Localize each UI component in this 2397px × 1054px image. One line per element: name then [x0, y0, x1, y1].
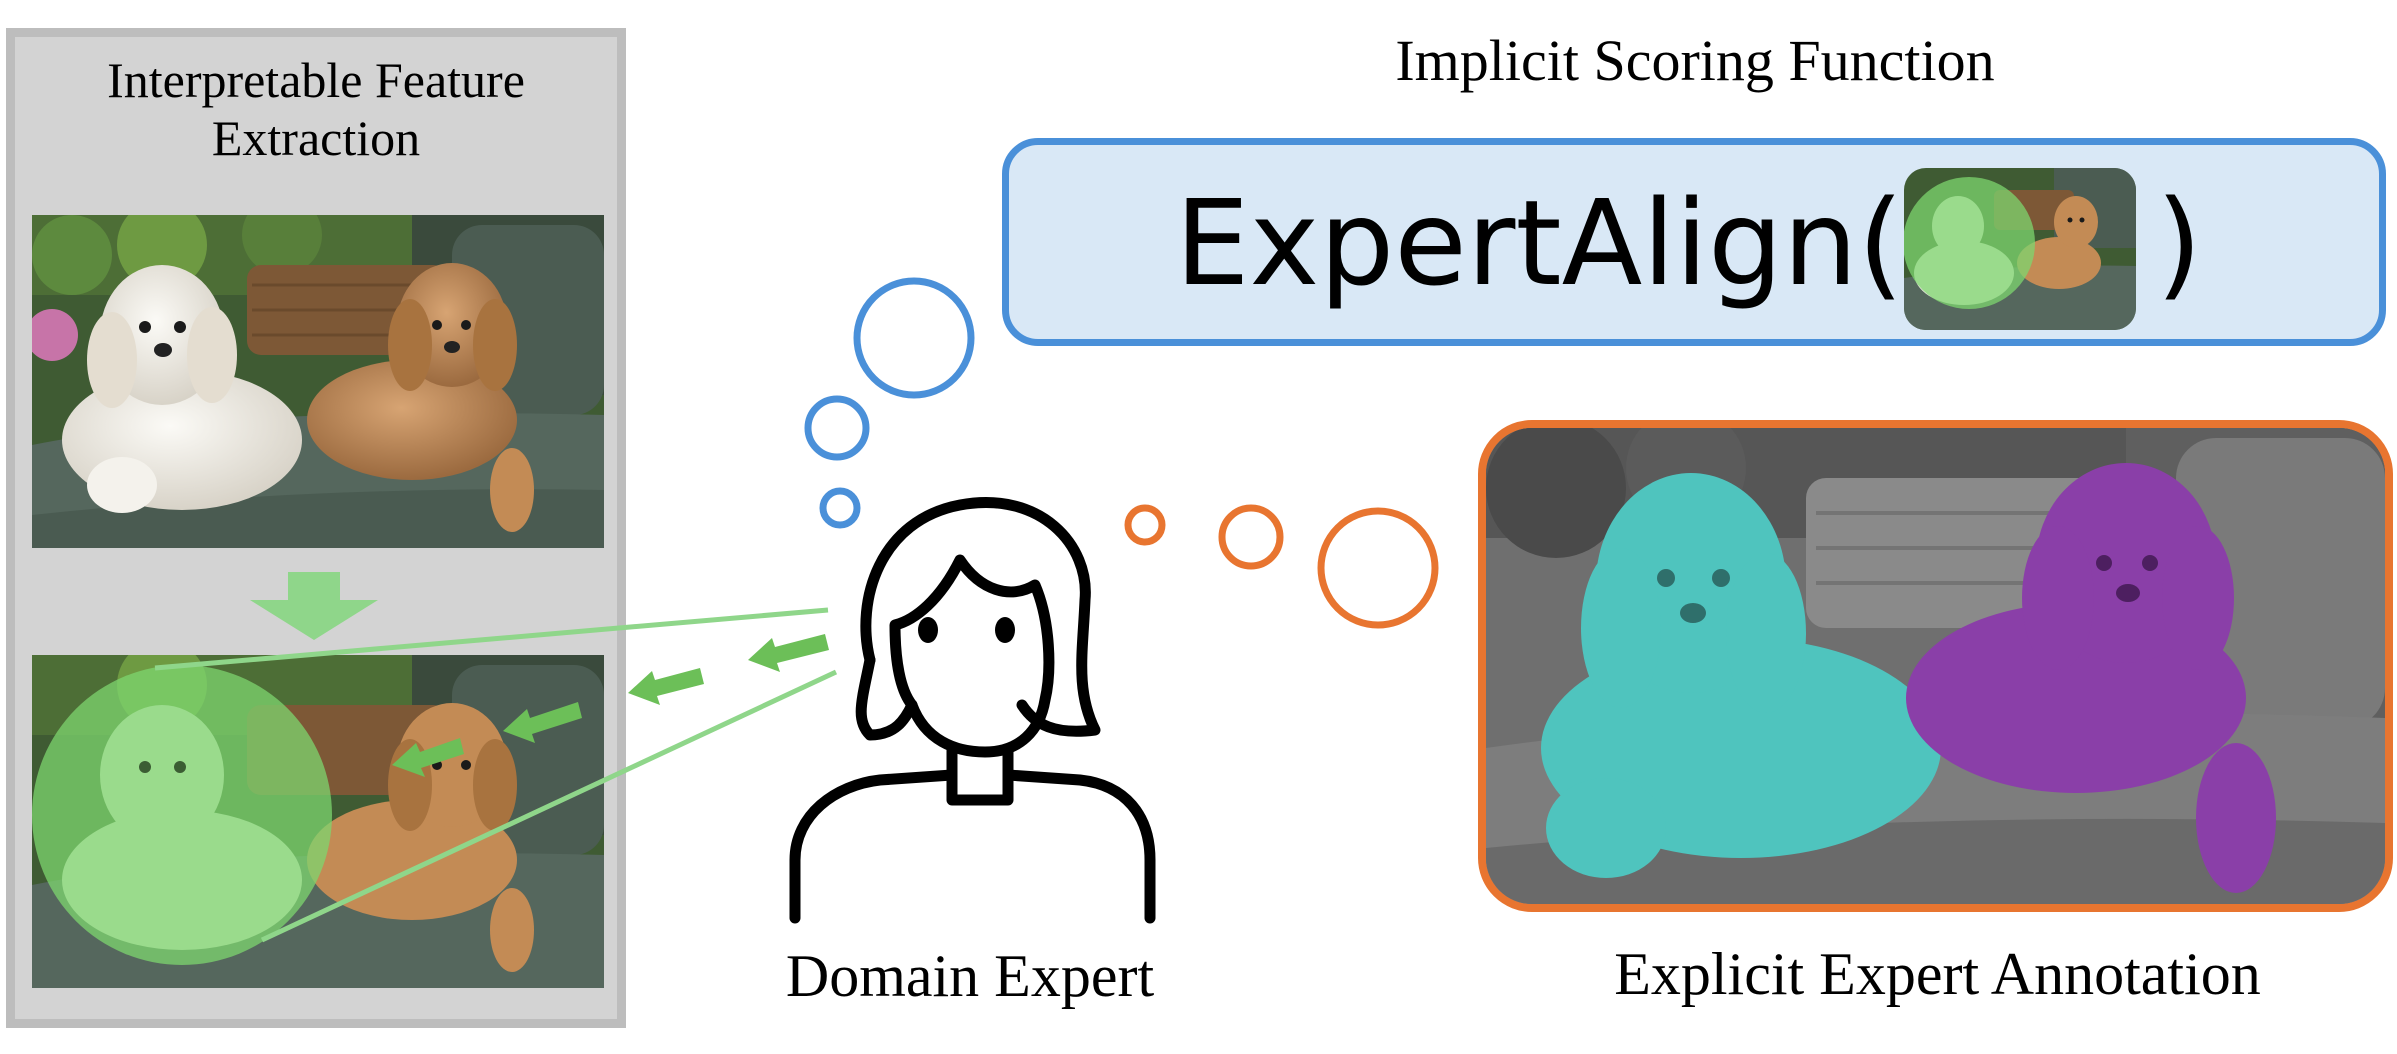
panel-title-line2: Extraction [211, 109, 421, 166]
scoring-function-title: Implicit Scoring Function [1395, 28, 1995, 93]
highlight-circle [32, 665, 332, 965]
gaze-line-top [154, 607, 829, 671]
formula-thumbnail [1904, 168, 2136, 330]
panel-title-line1: Interpretable Feature [107, 52, 525, 108]
domain-expert-label: Domain Expert [785, 943, 1155, 1009]
annotation-label: Explicit Expert Annotation [1614, 941, 2261, 1007]
arrow-left-icon [392, 634, 829, 777]
dogs-photo-highlighted-illustration [32, 655, 604, 988]
teal-segmentation-mask [1541, 473, 1941, 878]
highlighted-photo [32, 655, 604, 988]
person-icon [789, 497, 1156, 924]
dogs-photo-illustration [32, 215, 604, 548]
formula-box [1002, 138, 2386, 346]
person-eye-right [995, 617, 1015, 643]
arrow-down-icon [250, 572, 378, 640]
thought-bubble-icon [1124, 504, 1439, 629]
thought-bubble-icon [804, 277, 975, 529]
annotated-dogs-illustration [1486, 428, 2385, 904]
panel-title: Interpretable Feature Extraction [16, 52, 616, 167]
dogs-thumbnail-illustration [1904, 168, 2136, 330]
expert-annotation-image [1478, 420, 2393, 912]
gaze-line-bottom [260, 669, 838, 943]
original-photo [32, 215, 604, 548]
formula-close-paren: ) [2156, 174, 2203, 312]
person-eye-left [918, 617, 938, 643]
purple-segmentation-mask [1906, 463, 2276, 893]
formula-function-name: ExpertAlign( [1175, 174, 1904, 312]
